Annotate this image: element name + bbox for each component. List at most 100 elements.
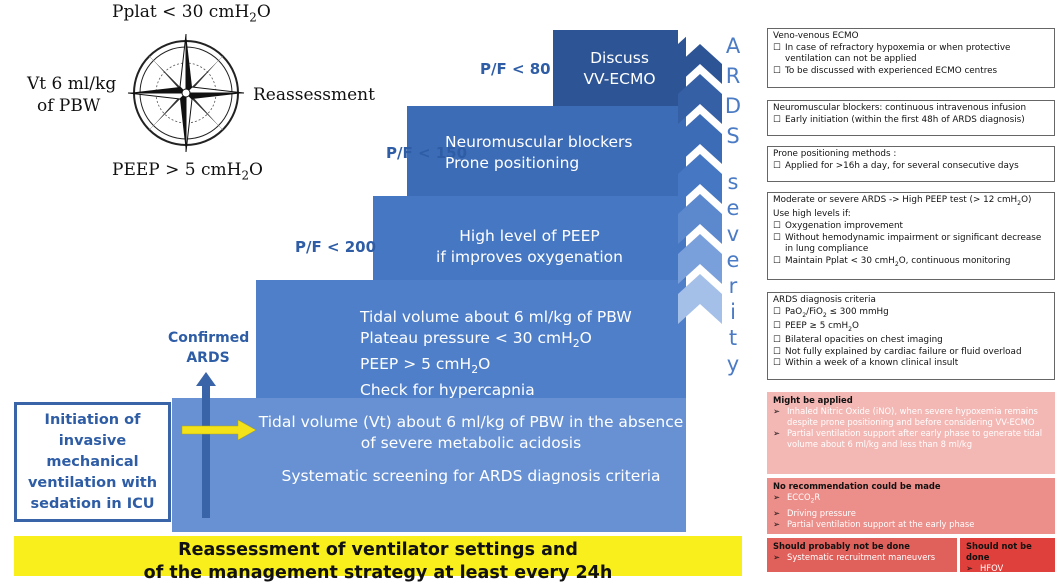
- ecmo-title: Veno-venous ECMO: [773, 31, 859, 41]
- might-title: Might be applied: [773, 395, 853, 405]
- checkbox-icon: ☐: [773, 320, 781, 331]
- banner-line2: of the management strategy at least ever…: [143, 563, 613, 583]
- checkbox-icon: ☐: [773, 114, 781, 125]
- arrowhead-icon: ➢: [773, 518, 781, 529]
- diagnosis-box: ARDS diagnosis criteria ☐PaO2/FiO2 ≤ 300…: [767, 292, 1055, 380]
- step2-line1: High level of PEEP: [459, 227, 600, 245]
- confirmed-line1: Confirmed: [168, 330, 250, 346]
- step3-line2: Prone positioning: [445, 154, 580, 172]
- pf-200-label: P/F < 200: [295, 238, 377, 256]
- diag-title: ARDS diagnosis criteria: [773, 295, 876, 305]
- compass-rose-icon: [118, 28, 254, 158]
- arrowhead-icon: ➢: [773, 492, 781, 502]
- peep-item-2: ☐Without hemodynamic impairment or signi…: [773, 232, 1042, 255]
- sev-A: A: [725, 34, 741, 58]
- base-line1: Tidal volume (Vt) about 6 ml/kg of PBW i…: [258, 413, 684, 431]
- checkbox-icon: ☐: [773, 358, 781, 369]
- base-screening-text: Systematic screening for ARDS diagnosis …: [281, 467, 661, 485]
- sev-v: v: [726, 222, 740, 246]
- checkbox-icon: ☐: [773, 232, 781, 243]
- sev-r: r: [728, 274, 738, 298]
- step-1: [256, 280, 686, 398]
- might-item-2: ➢Partial ventilation support after early…: [773, 428, 1043, 449]
- ecmo-box: Veno-venous ECMO ☐In case of refractory …: [767, 28, 1055, 88]
- norec-item-1: ➢ECCO2R: [773, 492, 1049, 508]
- checkbox-icon: ☐: [773, 306, 781, 317]
- checkbox-icon: ☐: [773, 255, 781, 266]
- step1-line2: Plateau pressure < 30 cmH2O: [360, 329, 592, 351]
- norec-item-2: ➢Driving pressure: [773, 507, 856, 518]
- step1-line4: Check for hypercapnia: [360, 381, 535, 400]
- peep-box: Moderate or severe ARDS -> High PEEP tes…: [767, 192, 1055, 280]
- diag-item-5: ☐Within a week of a known clinical insul…: [773, 358, 959, 369]
- reassessment-banner: Reassessment of ventilator settings and …: [14, 536, 742, 583]
- norec-item-3: ➢Partial ventilation support at the earl…: [773, 518, 975, 529]
- up-arrow-icon: [196, 372, 216, 518]
- peep-title: Moderate or severe ARDS -> High PEEP tes…: [773, 195, 1032, 207]
- step1-line3: PEEP > 5 cmH2O: [360, 355, 491, 377]
- base-line2: of severe metabolic acidosis: [360, 434, 582, 452]
- prone-box: Prone positioning methods : ☐Applied for…: [767, 146, 1055, 182]
- nmb-item-1: ☐Early initiation (within the first 48h …: [773, 114, 1025, 125]
- peep-item-1: ☐Oxygenation improvement: [773, 220, 903, 231]
- step-base: [172, 398, 686, 532]
- should-not-box: Should not be done ➢HFOV: [960, 538, 1055, 573]
- chevron-arrow-icon: [678, 24, 722, 324]
- checkbox-icon: ☐: [773, 346, 781, 357]
- compass-right-label: Reassessment: [253, 85, 375, 105]
- compass-bottom-label: PEEP > 5 cmH2O: [112, 160, 263, 183]
- sev-S: S: [726, 124, 740, 148]
- confirmed-line2: ARDS: [186, 350, 230, 366]
- no-recommendation-box: No recommendation could be made ➢ECCO2R …: [767, 478, 1055, 534]
- sev-R: R: [725, 64, 741, 88]
- norec-title: No recommendation could be made: [773, 481, 941, 491]
- step2-line2: if improves oxygenation: [436, 248, 623, 266]
- peep-item-3: ☐Maintain Pplat < 30 cmH2O, continuous m…: [773, 256, 1049, 270]
- prone-item-1: ☐Applied for >16h a day, for several con…: [773, 160, 1019, 171]
- probably-not-box: Should probably not be done ➢Systematic …: [767, 538, 957, 572]
- compass-top-label: Pplat < 30 cmH2O: [112, 2, 271, 25]
- step4-text: Discuss VV-ECMO: [553, 48, 686, 90]
- probnot-item-1: ➢Systematic recruitment maneuvers: [773, 552, 936, 562]
- arrowhead-icon: ➢: [773, 552, 781, 562]
- step2-text: High level of PEEP if improves oxygenati…: [373, 226, 686, 268]
- might-be-applied-box: Might be applied ➢Inhaled Nitric Oxide (…: [767, 392, 1055, 474]
- prone-title: Prone positioning methods :: [773, 149, 897, 159]
- probnot-title: Should probably not be done: [773, 541, 910, 551]
- checkbox-icon: ☐: [773, 335, 781, 346]
- sev-e2: e: [726, 248, 740, 272]
- pf-150-label: P/F < 150: [386, 144, 468, 162]
- diag-item-3: ☐Bilateral opacities on chest imaging: [773, 335, 943, 346]
- ecmo-item-1: ☐In case of refractory hypoxemia or when…: [773, 42, 1011, 65]
- checkbox-icon: ☐: [773, 220, 781, 231]
- arrowhead-icon: ➢: [773, 406, 781, 416]
- initiation-box: Initiation of invasive mechanical ventil…: [14, 402, 171, 522]
- checkbox-icon: ☐: [773, 65, 781, 76]
- sev-D: D: [724, 94, 742, 118]
- might-item-1: ➢Inhaled Nitric Oxide (iNO), when severe…: [773, 406, 1038, 427]
- right-arrow-icon: [181, 419, 257, 441]
- nmb-title: Neuromuscular blockers: continuous intra…: [773, 103, 1027, 113]
- arrowhead-icon: ➢: [773, 507, 781, 518]
- not-item-1: ➢HFOV: [966, 563, 1004, 573]
- step-3: [407, 106, 686, 196]
- step1-text: Tidal volume about 6 ml/kg of PBW Platea…: [360, 307, 632, 401]
- compass-left-label-2: of PBW: [37, 96, 101, 116]
- step1-line1: Tidal volume about 6 ml/kg of PBW: [360, 308, 632, 326]
- sev-t: t: [728, 326, 738, 350]
- step4-line2: VV-ECMO: [583, 70, 656, 88]
- confirmed-ards-label: Confirmed ARDS: [168, 328, 250, 368]
- sev-s: s: [727, 170, 739, 194]
- sev-i: i: [730, 300, 736, 324]
- step-4: [553, 30, 686, 106]
- sev-y: y: [726, 352, 740, 376]
- step3-line1: Neuromuscular blockers: [445, 133, 633, 151]
- banner-line1: Reassessment of ventilator settings and: [178, 540, 578, 560]
- arrowhead-icon: ➢: [773, 428, 781, 438]
- arrowhead-icon: ➢: [966, 563, 974, 573]
- checkbox-icon: ☐: [773, 160, 781, 171]
- not-title: Should not be done: [966, 541, 1032, 562]
- compass-left-label-1: Vt 6 ml/kg: [27, 74, 117, 94]
- step-2: [373, 196, 686, 280]
- base-text: Tidal volume (Vt) about 6 ml/kg of PBW i…: [256, 412, 686, 454]
